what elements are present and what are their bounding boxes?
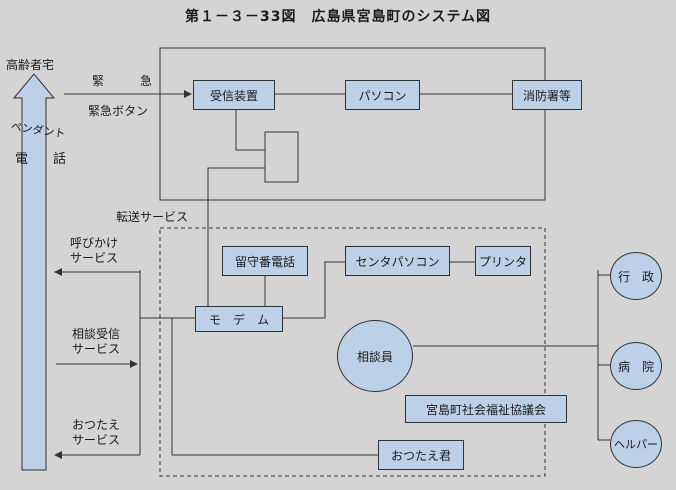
consult-service-arrowhead bbox=[130, 360, 138, 368]
hospital-circle: 病 院 bbox=[610, 342, 662, 390]
call-service-label: 呼びかけ サービス bbox=[70, 236, 119, 265]
line-modem-otsutae bbox=[171, 318, 378, 456]
alarm-system-frame bbox=[159, 47, 546, 201]
modem-box: モ デ ム bbox=[195, 306, 283, 332]
phone-arrow-shape bbox=[12, 73, 56, 471]
elderly-home-label: 高齢者宅 bbox=[6, 58, 55, 72]
line-device-modem bbox=[207, 167, 265, 306]
message-service-label: おつたえ サービス bbox=[72, 418, 121, 447]
emergency-arrowhead bbox=[184, 90, 192, 98]
diagram-title: 第１－３－33図 広島県宮島町のシステム図 bbox=[184, 9, 492, 25]
consult-service-label: 相談受信 サービス bbox=[72, 327, 121, 356]
counselor-circle: 相談員 bbox=[337, 320, 413, 392]
transfer-service-frame bbox=[159, 227, 546, 477]
pc-box: パソコン bbox=[345, 80, 420, 110]
welfare-council-box: 宮島町社会福祉協議会 bbox=[405, 395, 567, 423]
message-service-arrowhead bbox=[54, 451, 62, 459]
device-box bbox=[264, 131, 299, 183]
line-modem-centerpc bbox=[283, 261, 345, 319]
printer-box: プリンタ bbox=[475, 246, 531, 276]
emergency-label: 緊 急 bbox=[92, 74, 157, 88]
line-receiver-device bbox=[235, 110, 265, 151]
administration-circle: 行 政 bbox=[610, 252, 662, 300]
answering-machine-box: 留守番電話 bbox=[222, 246, 308, 276]
receiver-box: 受信装置 bbox=[193, 80, 275, 110]
emergency-button-label: 緊急ボタン bbox=[88, 104, 149, 118]
center-pc-box: センタパソコン bbox=[345, 246, 450, 276]
helper-circle: ヘルパー bbox=[610, 420, 662, 468]
call-service-arrowhead bbox=[54, 268, 62, 276]
phone-label: 電 話 bbox=[15, 152, 73, 167]
transfer-service-label: 転送サービス bbox=[116, 210, 189, 224]
fire-station-box: 消防署等 bbox=[512, 80, 582, 110]
otsutae-box: おつたえ君 bbox=[378, 440, 464, 470]
